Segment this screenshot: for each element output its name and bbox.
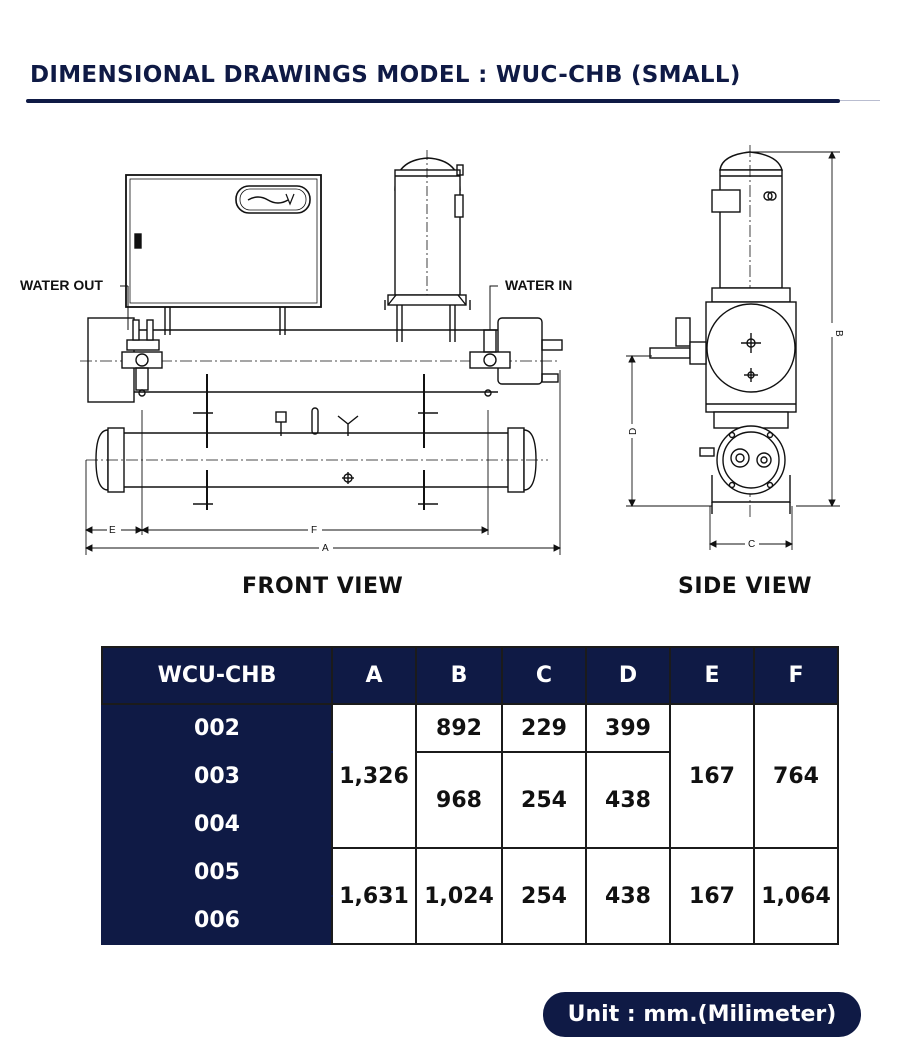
- water-in-label: WATER IN: [505, 277, 572, 293]
- water-out-label: WATER OUT: [20, 277, 103, 293]
- model-cell: 002: [101, 703, 333, 753]
- front-dimension-lines: [84, 370, 562, 555]
- header-d: D: [585, 646, 671, 705]
- dimension-e-label: E: [109, 525, 116, 536]
- front-view-caption: FRONT VIEW: [242, 574, 404, 599]
- page-title: DIMENSIONAL DRAWINGS MODEL : WUC-CHB (SM…: [30, 62, 741, 88]
- model-cell: 005: [101, 847, 333, 897]
- title-underline-extension: [840, 100, 880, 101]
- table-row: 004: [101, 799, 838, 849]
- cell-e: 167: [669, 703, 755, 849]
- service-valves: [275, 407, 359, 436]
- header-a: A: [331, 646, 417, 705]
- table-row: 002 1,326 892 229 399 167 764: [101, 703, 839, 849]
- dimension-d-label: D: [628, 428, 639, 435]
- cell-f: 1,064: [753, 847, 839, 945]
- cell-d: 438: [585, 751, 671, 849]
- header-model: WCU-CHB: [101, 646, 333, 705]
- dimension-a-label: A: [322, 543, 329, 554]
- side-view-caption: SIDE VIEW: [678, 574, 812, 599]
- dimension-table: WCU-CHB A B C D E F 002 1,326 892 229 39…: [101, 646, 839, 945]
- table-row: 005 1,631 1,024 254 438 167 1,064: [101, 847, 839, 945]
- cell-d: 399: [585, 703, 671, 753]
- cell-d: 438: [585, 847, 671, 945]
- dimensional-drawing: WATER OUT WATER IN E F A B D C: [20, 145, 844, 555]
- compressor: [384, 150, 471, 342]
- cell-c: 254: [501, 751, 587, 849]
- cell-b: 892: [415, 703, 503, 753]
- header-c: C: [501, 646, 587, 705]
- cell-a: 1,326: [331, 703, 417, 849]
- cell-c: 254: [501, 847, 587, 945]
- header-e: E: [669, 646, 755, 705]
- cell-c: 229: [501, 703, 587, 753]
- cell-e: 167: [669, 847, 755, 945]
- front-view-drawing: [80, 150, 563, 555]
- dimension-b-label: B: [833, 330, 844, 337]
- cell-b: 1,024: [415, 847, 503, 945]
- table-row: 003 968 254 438: [101, 751, 838, 849]
- cell-b: 968: [415, 751, 503, 849]
- title-underline: [26, 99, 840, 103]
- cell-f: 764: [753, 703, 839, 849]
- header-b: B: [415, 646, 503, 705]
- dimension-c-label: C: [748, 539, 755, 550]
- model-cell: 006: [101, 895, 333, 945]
- upper-condenser-tube: [80, 317, 563, 403]
- cell-a: 1,631: [331, 847, 417, 945]
- dimension-f-label: F: [311, 525, 317, 536]
- table-row: 006: [101, 895, 838, 945]
- support-frames: [193, 374, 438, 510]
- unit-badge: Unit : mm.(Milimeter): [543, 992, 861, 1037]
- side-view-drawing: [626, 145, 840, 550]
- control-box: [125, 174, 322, 308]
- table-header-row: WCU-CHB A B C D E F: [101, 646, 839, 705]
- model-cell: 004: [101, 799, 333, 849]
- lower-condenser-tube: [86, 427, 548, 493]
- header-f: F: [753, 646, 839, 705]
- model-cell: 003: [101, 751, 333, 801]
